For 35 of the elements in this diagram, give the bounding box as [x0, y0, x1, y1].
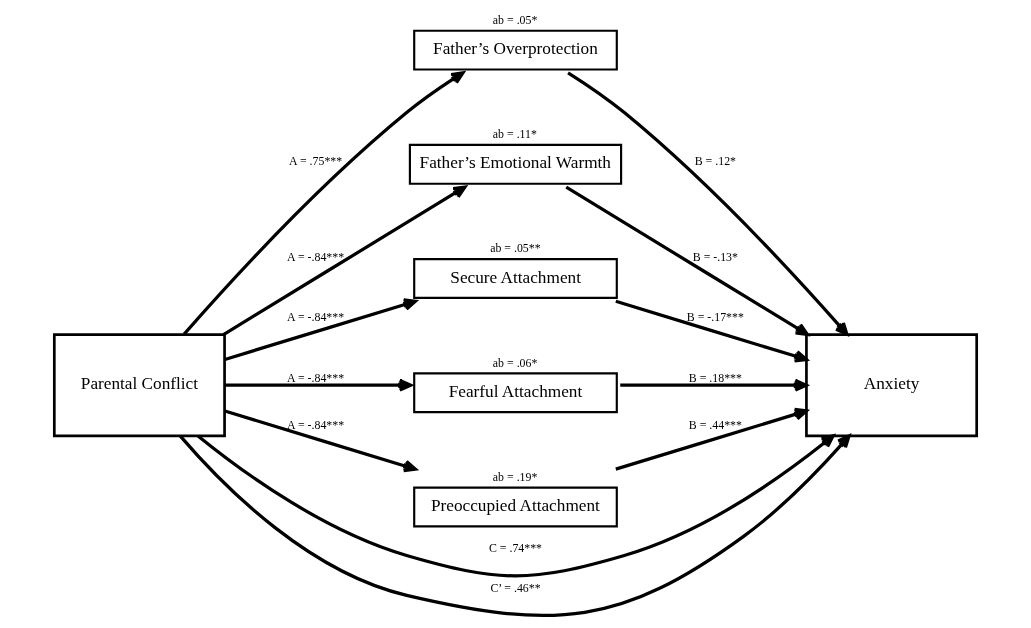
node-label: ab = .19* [492, 469, 538, 484]
node-label: ab = .06* [492, 355, 538, 370]
edge-label: B = -.13* [692, 250, 738, 265]
node-box: Father’s Overprotection [413, 29, 618, 71]
edge-label: B = .12* [694, 154, 736, 169]
node-box: Parental Conflict [52, 333, 226, 438]
arrow [615, 407, 808, 471]
arrow [222, 185, 467, 336]
node-box: Preoccupied Attachment [413, 486, 618, 528]
edge-label: B = .18*** [688, 370, 742, 385]
node-label: ab = .05* [492, 13, 538, 28]
arrow [567, 71, 849, 336]
edge-label: B = -.17*** [686, 310, 744, 325]
node-box: Secure Attachment [413, 258, 618, 299]
arrow [197, 434, 835, 578]
node-box: Anxiety [805, 333, 979, 438]
edge-label: A = -.84*** [287, 310, 345, 325]
edge-label: B = .44*** [688, 418, 742, 433]
arrow [224, 378, 413, 392]
edge-label: A = .75*** [289, 154, 343, 169]
arrow [224, 298, 418, 361]
node-box: Fearful Attachment [413, 372, 618, 414]
edge-label: A = -.84*** [287, 418, 345, 433]
edge-label: A = -.84*** [287, 250, 345, 265]
edge-label: A = -.84*** [287, 370, 345, 385]
edge-label: C = .74*** [488, 541, 543, 556]
arrow [224, 409, 418, 473]
arrow [565, 185, 809, 336]
node-label: ab = .11* [492, 127, 537, 142]
arrow [620, 378, 808, 392]
arrow [179, 434, 851, 617]
edge-label: C’ = .46** [490, 580, 541, 595]
arrow [615, 299, 808, 363]
node-label: ab = .05** [490, 241, 541, 256]
node-box: Father’s Emotional Warmth [408, 143, 623, 185]
